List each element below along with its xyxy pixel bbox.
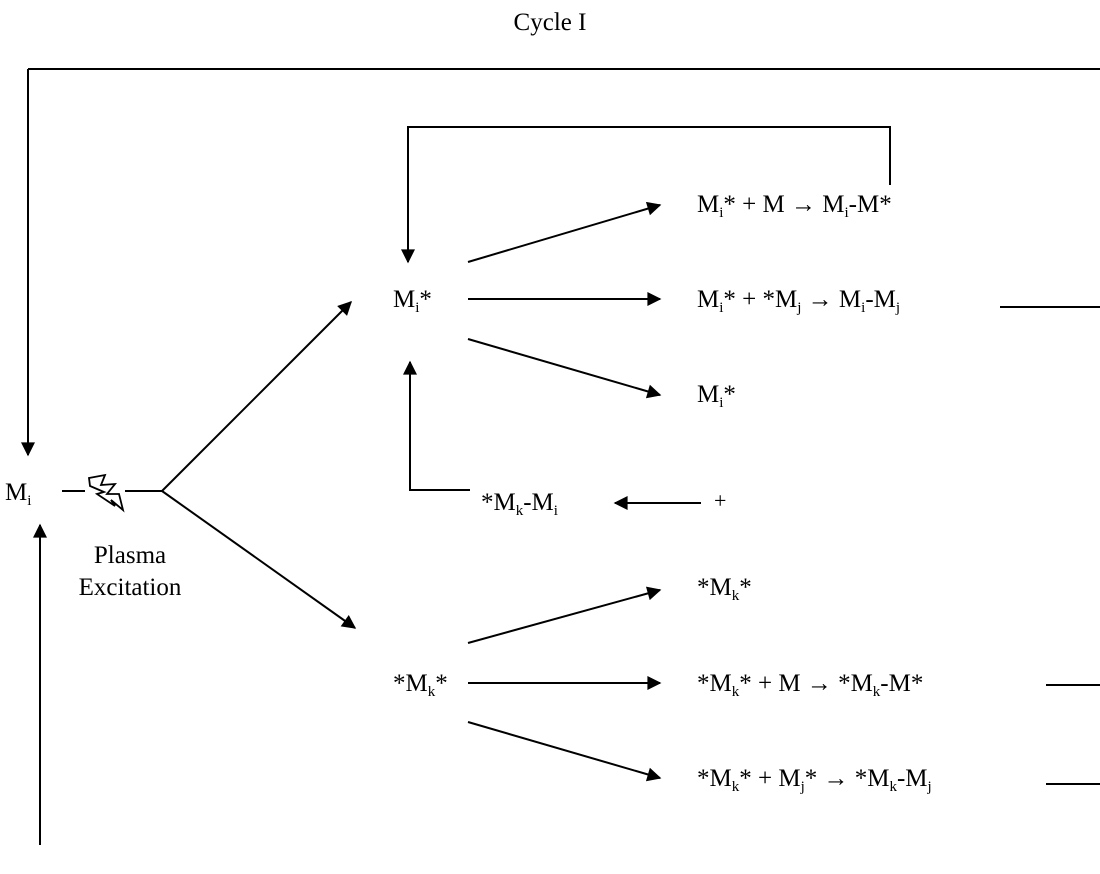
product-p6: *Mk* + Mj* → *Mk-Mj xyxy=(697,766,932,795)
recycle-arrow-to-mi-star xyxy=(403,360,470,491)
t: M xyxy=(697,381,720,408)
part: * xyxy=(435,670,448,697)
part: *M xyxy=(393,670,428,697)
t: *M xyxy=(697,670,732,697)
t: -M* xyxy=(848,191,892,218)
s: k xyxy=(872,684,881,700)
node-mk-mi: *Mk-Mi xyxy=(481,490,558,519)
t: -M xyxy=(896,765,928,792)
s: j xyxy=(927,779,932,795)
part: *M xyxy=(481,489,516,516)
t: *M xyxy=(697,574,732,601)
t: -M xyxy=(865,286,896,313)
node-mi-star: Mi* xyxy=(393,287,432,316)
t: → M xyxy=(801,286,862,313)
t: * xyxy=(739,574,752,601)
s: i xyxy=(719,205,724,221)
lightning-bolt-icon xyxy=(88,473,125,513)
product-p5: *Mk* + M → *Mk-M* xyxy=(697,671,923,700)
excitation-label-line2: Excitation xyxy=(78,574,182,601)
part: M xyxy=(393,286,416,313)
plus-sign: + xyxy=(714,488,727,513)
monomer-mi: Mi xyxy=(5,480,31,509)
t: * + M → M xyxy=(723,191,845,218)
s: j xyxy=(797,300,802,316)
s: i xyxy=(719,395,724,411)
product-p1: Mi* + M → Mi-M* xyxy=(697,192,892,221)
t: * + M xyxy=(739,765,801,792)
part-sub: k xyxy=(427,684,436,700)
product-p4: *Mk* xyxy=(697,575,752,604)
monomer-symbol: M xyxy=(5,479,28,506)
branch-arrow-to-mi-star xyxy=(161,301,352,492)
part-sub: i xyxy=(415,300,420,316)
t: -M* xyxy=(880,670,924,697)
part-sub: k xyxy=(515,503,524,519)
t: * + *M xyxy=(723,286,798,313)
cycle-title: Cycle I xyxy=(513,9,587,36)
s: j xyxy=(800,779,805,795)
plasma-excitation-label: Plasma Excitation xyxy=(65,540,195,604)
s: k xyxy=(731,684,740,700)
s: k xyxy=(731,779,740,795)
part: * xyxy=(419,286,432,313)
arrow-mk-to-p6 xyxy=(467,721,662,782)
arrow-mi-star-to-p3 xyxy=(467,338,662,399)
t: *M xyxy=(697,765,732,792)
arrow-mk-to-p4 xyxy=(467,586,662,644)
arrow-mi-star-to-p1 xyxy=(467,201,662,263)
node-mk-diradical: *Mk* xyxy=(393,671,448,700)
excitation-label-line1: Plasma xyxy=(93,542,167,569)
product-p3: Mi* xyxy=(697,382,736,411)
t: * → *M xyxy=(804,765,890,792)
part-sub: i xyxy=(553,503,558,519)
t: * + M → *M xyxy=(739,670,873,697)
s: j xyxy=(895,300,901,316)
t: M xyxy=(697,286,720,313)
inner-loop-line xyxy=(401,126,891,264)
s: i xyxy=(861,300,866,316)
branch-arrow-to-mk-diradical xyxy=(161,490,357,629)
s: k xyxy=(731,588,740,604)
product-p2: Mi* + *Mj → Mi-Mj xyxy=(697,287,900,316)
monomer-subscript: i xyxy=(27,493,32,509)
s: i xyxy=(719,300,724,316)
t: M xyxy=(697,191,720,218)
part: -M xyxy=(523,489,554,516)
s: i xyxy=(844,205,849,221)
s: k xyxy=(889,779,897,795)
t: * xyxy=(723,381,736,408)
